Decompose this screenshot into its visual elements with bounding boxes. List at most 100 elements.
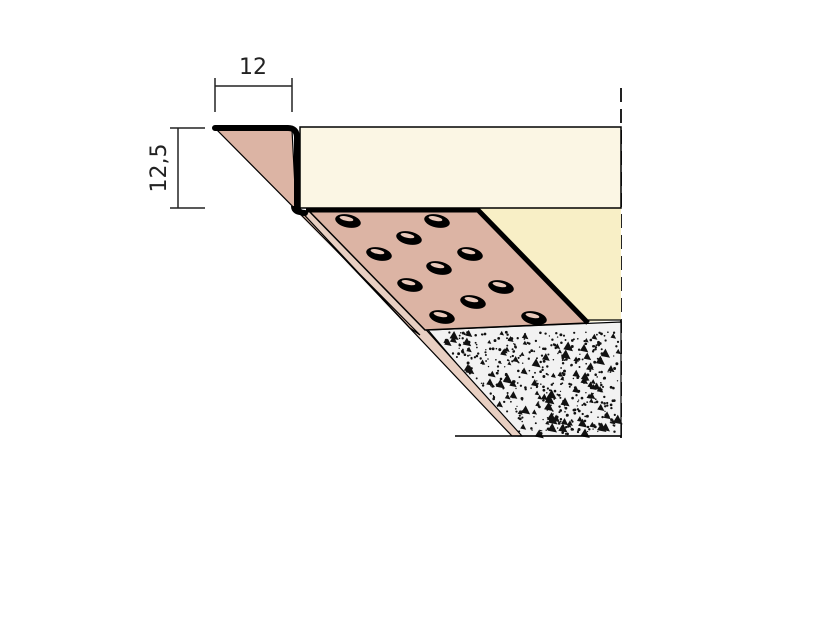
plaster-speckle: [534, 390, 540, 396]
plaster-speckle: [497, 405, 499, 408]
plaster-speckle: [533, 350, 536, 353]
plaster-speckle: [562, 334, 566, 337]
plaster-speckle: [606, 401, 609, 405]
plaster-speckle: [518, 362, 520, 364]
plaster-speckle: [562, 399, 565, 403]
plaster-speckle: [485, 360, 488, 362]
plaster-speckle: [545, 372, 548, 375]
plaster-speckle: [561, 359, 564, 362]
plaster-speckle: [615, 345, 618, 348]
plaster-speckle: [559, 409, 563, 412]
plaster-speckle: [557, 421, 561, 425]
plaster-speckle: [564, 410, 566, 413]
plaster-speckle: [609, 371, 612, 373]
plaster-speckle: [481, 333, 484, 336]
plaster-speckle: [519, 384, 523, 387]
plaster-speckle: [589, 370, 592, 372]
plaster-speckle: [489, 385, 492, 387]
plaster-speckle: [504, 393, 511, 400]
plaster-speckle: [583, 402, 586, 406]
plaster-speckle: [488, 347, 492, 351]
plaster-speckle: [577, 357, 581, 361]
plaster-speckle: [557, 352, 559, 355]
perforation-holes: [335, 214, 547, 325]
plaster-speckle: [491, 347, 495, 351]
plaster-speckle: [512, 350, 515, 353]
plaster-speckle: [610, 419, 616, 425]
plaster-speckle: [563, 359, 566, 361]
plaster-speckle: [576, 408, 580, 411]
plaster-speckle: [585, 362, 588, 365]
perforation-hole-highlight: [430, 263, 445, 269]
plaster-speckle: [551, 338, 554, 341]
plaster-speckle: [570, 347, 573, 349]
plaster-speckle: [489, 370, 496, 378]
plaster-speckle: [586, 393, 592, 399]
plaster-speckle: [506, 391, 509, 395]
plaster-speckle: [466, 346, 472, 353]
plaster-speckle: [616, 340, 620, 343]
plaster-speckle: [527, 357, 530, 360]
plaster-speckle: [477, 352, 480, 355]
plaster-speckle: [555, 331, 558, 335]
plaster-speckle: [502, 350, 506, 353]
plaster-speckle: [579, 353, 581, 356]
plaster-speckle: [508, 360, 510, 362]
perforation-hole-highlight: [401, 280, 416, 286]
plaster-speckle: [578, 366, 581, 368]
plaster-speckle: [584, 348, 587, 351]
plaster-speckle: [570, 419, 573, 422]
plaster-speckle: [492, 395, 495, 397]
plaster-speckle: [493, 339, 497, 343]
plaster-speckle: [458, 337, 461, 340]
plaster-speckle: [538, 346, 541, 348]
plaster-speckle: [518, 376, 521, 379]
plaster-speckle: [591, 333, 598, 340]
plaster-speckle: [480, 382, 483, 385]
plaster-speckle: [575, 359, 578, 361]
plaster-speckle: [577, 348, 581, 351]
plaster-speckle: [568, 422, 572, 426]
plaster-speckle: [589, 421, 596, 428]
plaster-speckle: [603, 334, 606, 337]
plaster-speckle: [589, 338, 593, 342]
plaster-speckle: [498, 360, 501, 364]
plaster-speckle: [451, 352, 455, 355]
perforation-hole-highlight: [464, 297, 479, 303]
plaster-speckle: [573, 356, 579, 362]
plaster-speckle: [458, 343, 461, 345]
plaster-speckle: [593, 360, 597, 364]
plaster-speckle: [518, 417, 522, 421]
plaster-speckle: [462, 337, 472, 347]
plaster-speckle: [555, 415, 559, 419]
plaster-speckle: [465, 329, 473, 337]
plaster-speckle: [590, 411, 593, 414]
plaster-speckle: [612, 386, 615, 390]
board-upper: [299, 126, 622, 209]
plaster-speckle: [616, 380, 619, 382]
plaster-speckle: [595, 355, 605, 365]
plaster-speckle: [610, 406, 613, 410]
plaster-speckle: [482, 382, 485, 385]
plaster-speckle: [587, 381, 594, 388]
plaster-speckle: [600, 383, 603, 387]
plaster-speckle: [479, 357, 482, 360]
plaster-speckle: [544, 332, 547, 335]
height-dimension-label: 12,5: [147, 144, 172, 193]
plaster-speckle: [557, 349, 562, 354]
plaster-speckle: [586, 401, 589, 403]
plaster-speckle: [504, 374, 507, 377]
plaster-speckle: [576, 430, 580, 434]
plaster-speckle: [497, 369, 500, 372]
plaster-speckle: [537, 394, 543, 400]
plaster-speckle: [609, 403, 613, 407]
plaster-speckle: [509, 391, 518, 399]
plaster-speckle: [597, 403, 605, 411]
plaster-speckle: [586, 425, 590, 429]
plaster-speckle: [546, 417, 549, 419]
plaster-speckle: [542, 399, 545, 402]
plaster-speckle: [546, 365, 549, 368]
plaster-speckle: [514, 408, 517, 410]
plaster-speckle: [573, 411, 577, 415]
plaster-speckle: [598, 422, 600, 425]
